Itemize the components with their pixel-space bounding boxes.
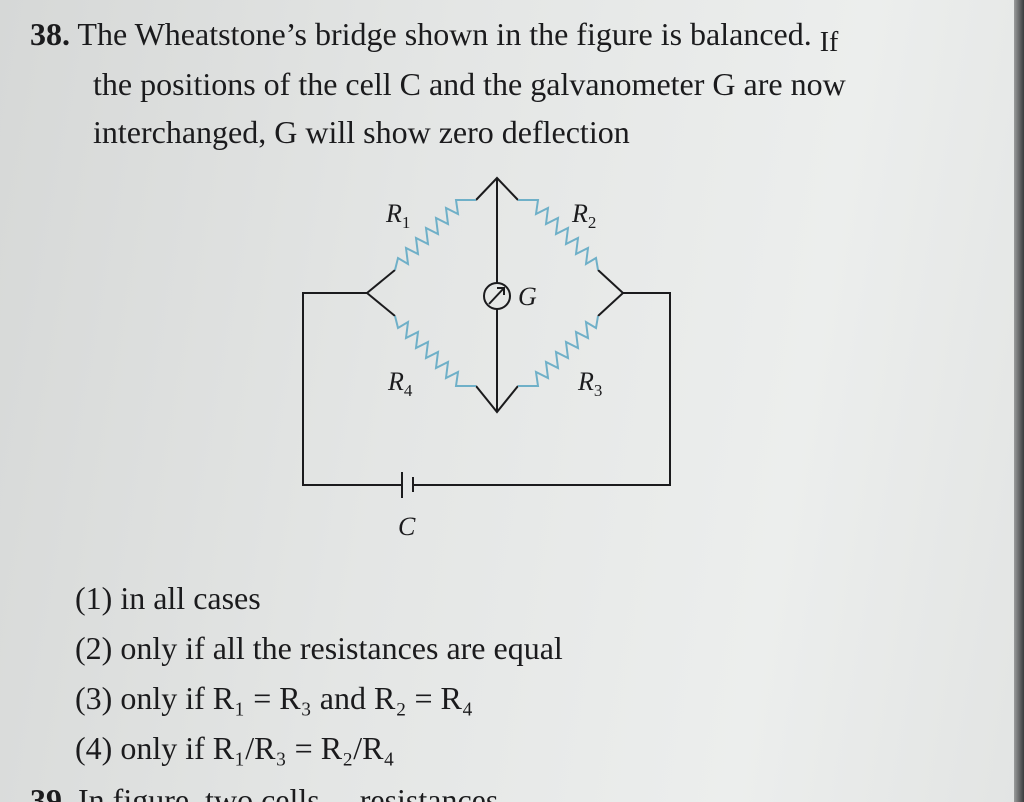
label-r1: R1 xyxy=(385,199,410,232)
question-line-3: interchanged, G will show zero deflectio… xyxy=(93,114,630,150)
page-edge xyxy=(1014,0,1024,802)
galvanometer-icon xyxy=(483,282,511,310)
wire-outer xyxy=(302,292,671,486)
resistor-r4 xyxy=(394,315,476,387)
option-3: (3) only if R₁ = R₃ and R₂ = R₄ xyxy=(75,680,474,716)
resistor-r3 xyxy=(518,315,599,387)
label-c: C xyxy=(398,512,416,541)
question-number: 38. xyxy=(30,16,70,52)
label-r4: R4 xyxy=(387,367,413,400)
option-2: (2) only if all the resistances are equa… xyxy=(75,630,563,666)
label-g: G xyxy=(518,282,537,311)
resistor-r2 xyxy=(518,199,599,271)
option-1: (1) in all cases xyxy=(75,580,261,616)
label-r3: R3 xyxy=(577,367,602,400)
question-line-1: 38. The Wheatstone’s bridge shown in the… xyxy=(30,16,839,58)
question-line-2: the positions of the cell C and the galv… xyxy=(93,66,846,102)
next-question: 39. In figure, two cells ... resistances xyxy=(30,782,499,802)
option-4: (4) only if R₁/R₃ = R₂/R₄ xyxy=(75,730,395,766)
resistor-r1 xyxy=(394,199,476,271)
label-r2: R2 xyxy=(571,199,596,232)
